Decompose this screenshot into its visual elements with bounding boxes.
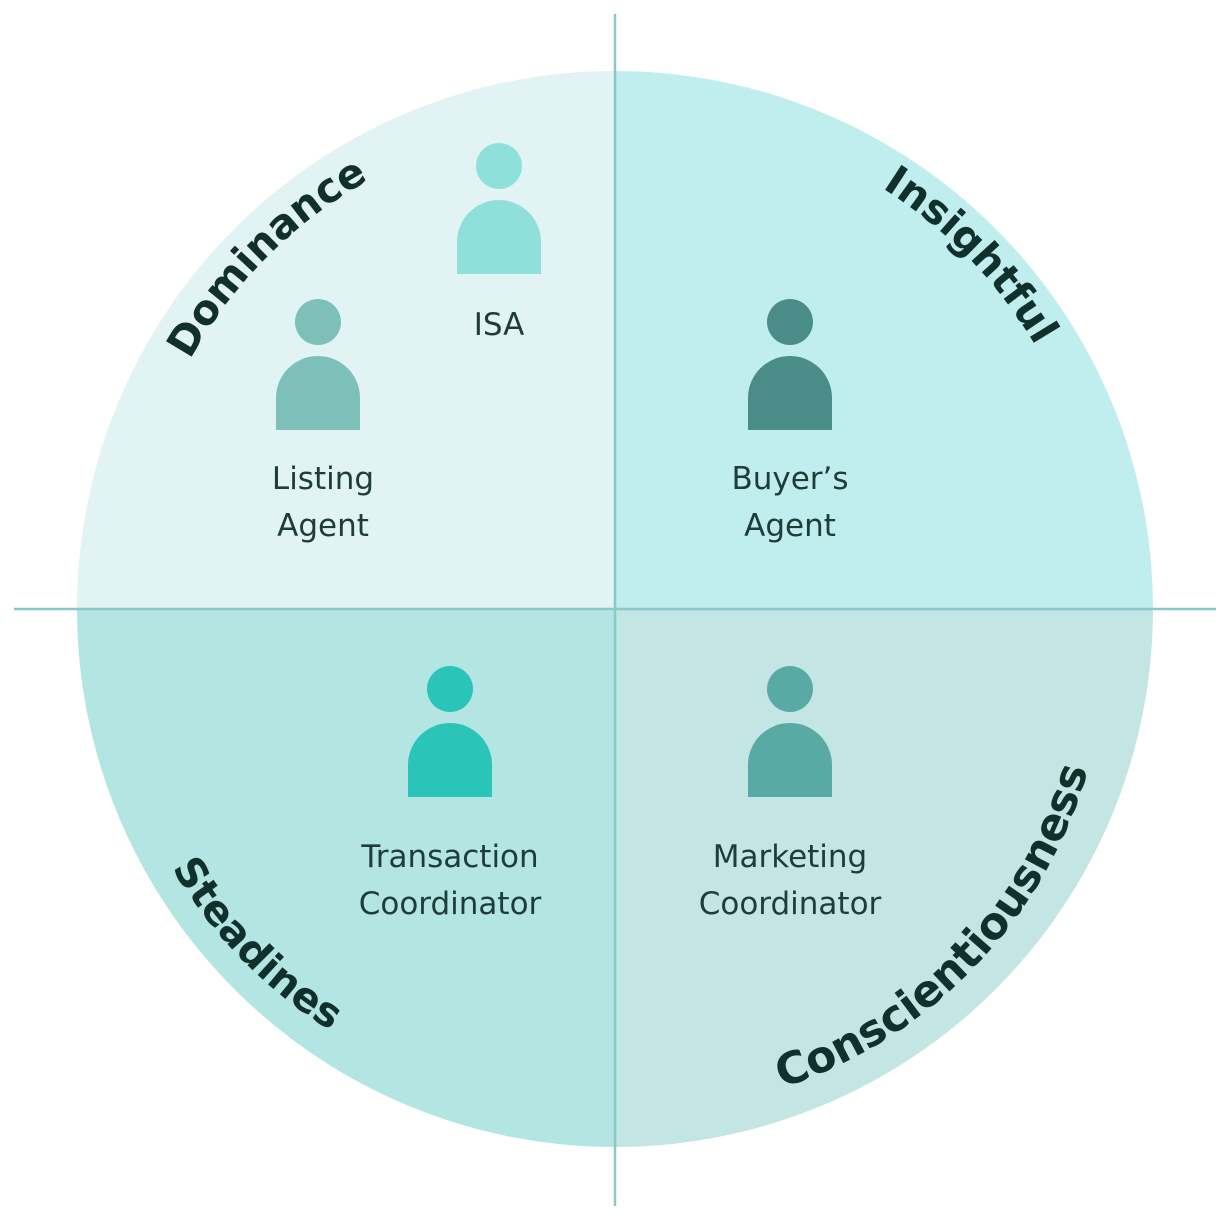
person-icon [408, 666, 492, 797]
role-label-transaction-coordinator-line2: Coordinator [359, 886, 542, 922]
role-listing-agent: Listing Agent [272, 299, 374, 544]
person-icon [748, 299, 832, 430]
person-icon [748, 666, 832, 797]
role-isa: ISA [457, 143, 541, 343]
role-marketing-coordinator: Marketing Coordinator [699, 666, 882, 922]
quadrant-insightful [615, 71, 1153, 609]
role-label-buyers-agent-line2: Agent [744, 508, 836, 544]
role-label-buyers-agent-line1: Buyer’s [731, 461, 848, 497]
role-label-marketing-coordinator-line2: Coordinator [699, 886, 882, 922]
role-label-marketing-coordinator-line1: Marketing [713, 839, 868, 875]
person-icon [457, 143, 541, 274]
role-label-listing-agent-line2: Agent [277, 508, 369, 544]
role-label-listing-agent-line1: Listing [272, 461, 374, 497]
role-label-isa: ISA [474, 307, 525, 343]
quadrant-steadiness [77, 609, 615, 1147]
role-buyers-agent: Buyer’s Agent [731, 299, 849, 544]
role-label-transaction-coordinator-line1: Transaction [360, 839, 538, 875]
role-transaction-coordinator: Transaction Coordinator [359, 666, 542, 922]
person-icon [276, 299, 360, 430]
quadrant-conscientiousness [615, 609, 1153, 1147]
